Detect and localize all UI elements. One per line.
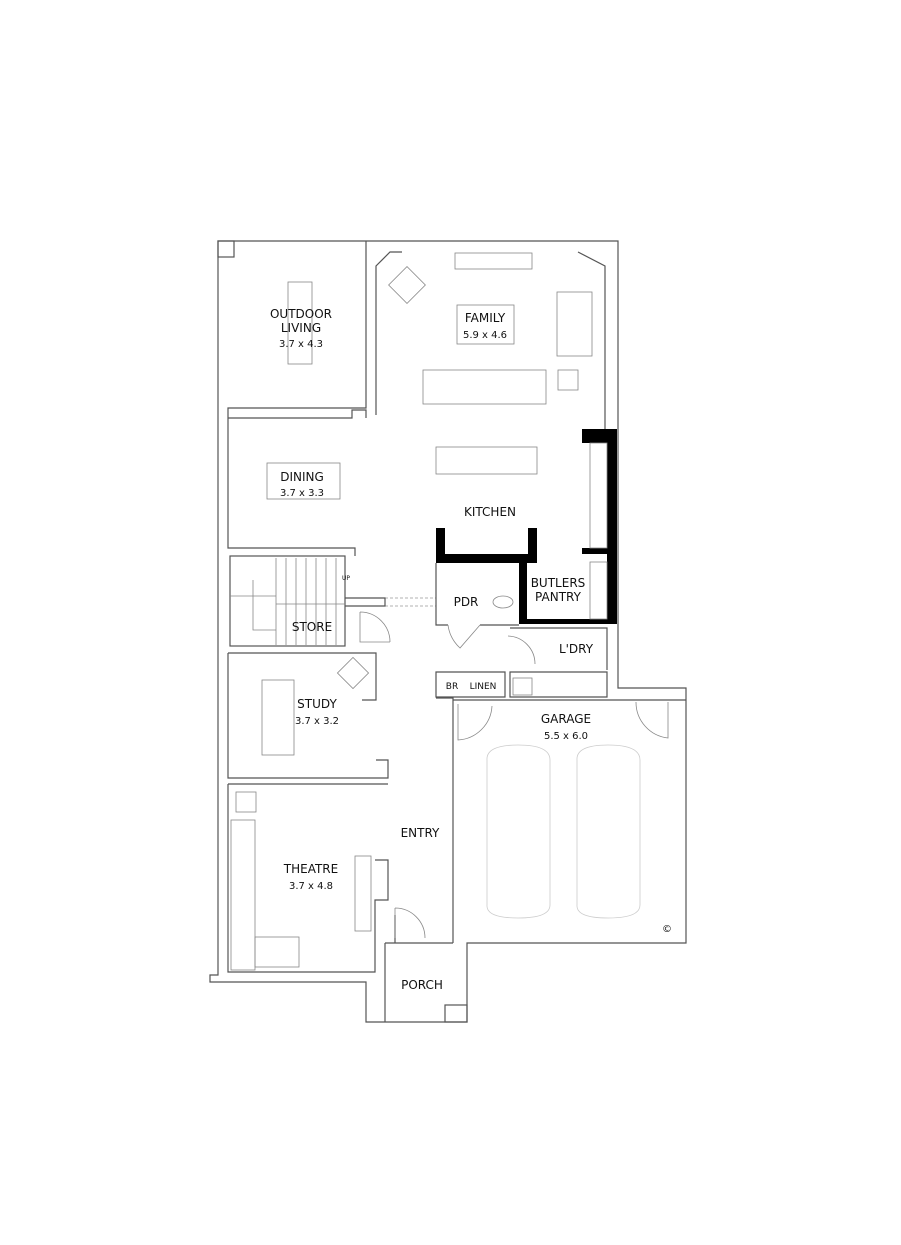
outdoor-living-label: OUTDOOR	[270, 307, 332, 321]
copyright-symbol: ©	[662, 924, 672, 935]
staircase	[230, 558, 345, 645]
theatre-size: 3.7 x 4.8	[289, 881, 333, 892]
toilet	[492, 595, 514, 609]
garage-label: GARAGE	[541, 712, 591, 726]
car	[486, 744, 551, 919]
laundry-tub	[512, 677, 533, 696]
kitchen-island	[435, 446, 538, 475]
linen-label: LINEN	[470, 682, 497, 692]
structural-walls	[436, 429, 617, 624]
cars	[486, 744, 641, 919]
entry-label: ENTRY	[401, 826, 440, 840]
room-labels: OUTDOOR LIVING 3.7 x 4.3 FAMILY 5.9 x 4.…	[270, 304, 672, 992]
armchair	[388, 266, 426, 304]
pantry-shelves	[589, 561, 608, 620]
tv-unit	[354, 855, 372, 932]
garage-size: 5.5 x 6.0	[544, 731, 588, 742]
outdoor-table	[287, 281, 313, 365]
butlers-pantry-label-2: PANTRY	[535, 590, 582, 604]
br-label: BR	[446, 682, 458, 692]
dining-table	[266, 462, 341, 500]
pdr-label: PDR	[454, 595, 479, 609]
car	[576, 744, 641, 919]
armchair	[336, 656, 370, 690]
sofa	[422, 369, 547, 405]
study-label: STUDY	[297, 697, 337, 711]
porch-label: PORCH	[401, 978, 443, 992]
walls	[209, 240, 687, 1023]
store-label: STORE	[292, 620, 332, 634]
family-label: FAMILY	[465, 311, 506, 325]
furniture	[230, 252, 608, 971]
family-size: 5.9 x 4.6	[463, 330, 507, 341]
stairs-up-label: UP	[342, 575, 350, 582]
butlers-pantry-label: BUTLERS	[531, 576, 586, 590]
dining-label: DINING	[280, 470, 324, 484]
kitchen-label: KITCHEN	[464, 505, 516, 519]
study-size: 3.7 x 3.2	[295, 716, 339, 727]
tv-unit	[454, 252, 533, 270]
theatre-sofa	[230, 819, 256, 971]
laundry-label: L'DRY	[559, 642, 594, 656]
outdoor-living-size: 3.7 x 4.3	[279, 339, 323, 350]
theatre-label: THEATRE	[283, 862, 338, 876]
kitchen-bench	[589, 442, 608, 549]
dining-size: 3.7 x 3.3	[280, 488, 324, 499]
sofa	[556, 291, 593, 357]
outdoor-living-label-2: LIVING	[281, 321, 321, 335]
desk	[261, 679, 295, 756]
